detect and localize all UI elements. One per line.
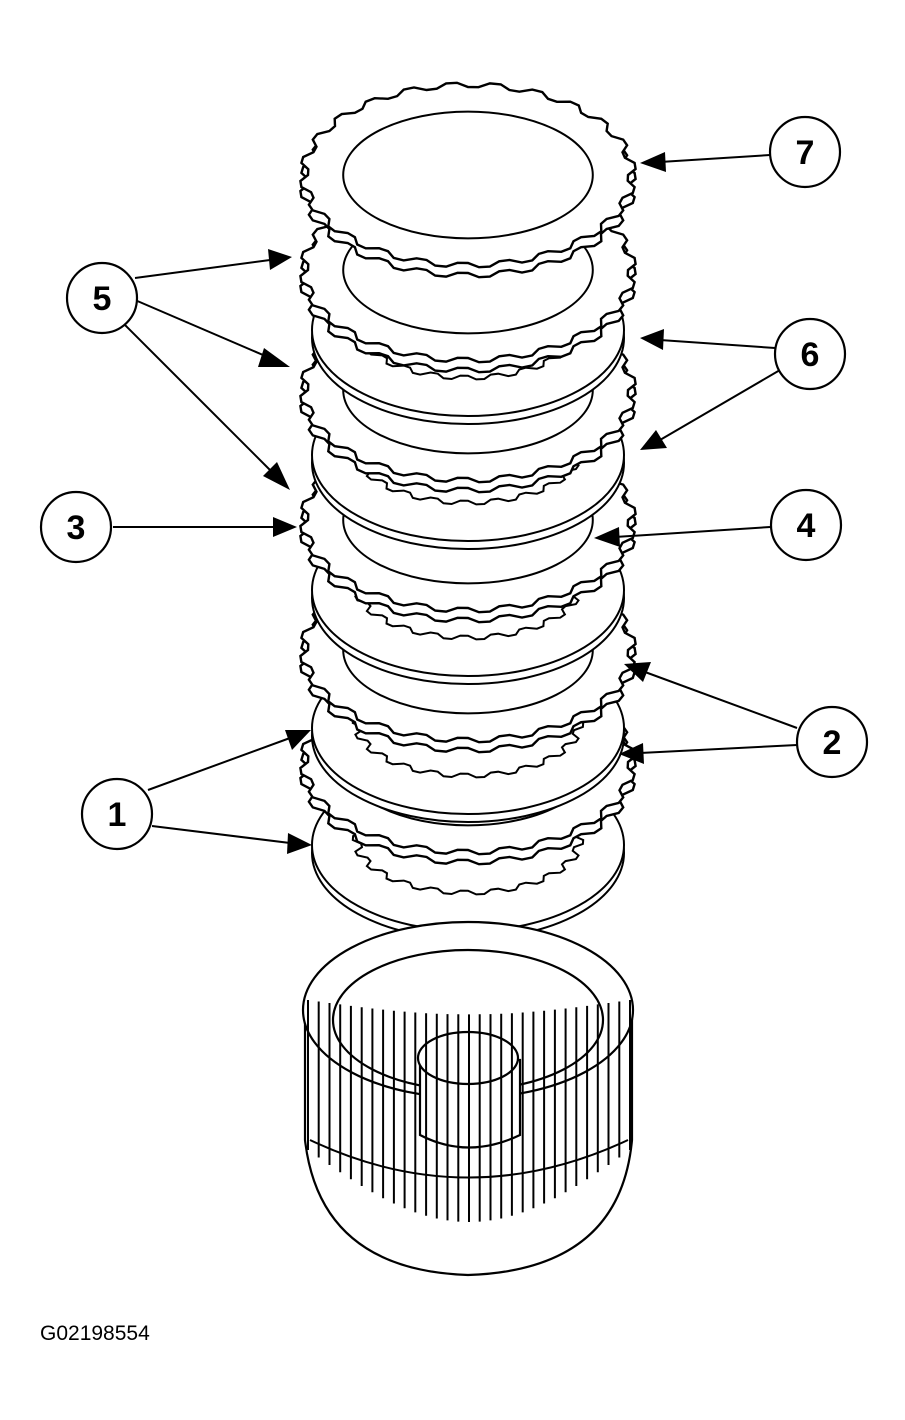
arrowhead-2a bbox=[624, 662, 651, 682]
leader-line-6b bbox=[659, 369, 781, 441]
callout-1: 1 bbox=[80, 777, 154, 851]
arrowhead-7 bbox=[640, 152, 666, 172]
leader-lines bbox=[113, 152, 798, 854]
callout-7-number: 7 bbox=[796, 134, 815, 172]
arrowhead-2b bbox=[619, 743, 644, 764]
leader-line-6a bbox=[659, 339, 776, 349]
arrowhead-6b bbox=[640, 430, 667, 450]
arrowhead-5c bbox=[263, 462, 290, 490]
callout-5-number: 5 bbox=[93, 280, 112, 318]
figure-id-label: G02198554 bbox=[40, 1322, 150, 1345]
leader-line-2b bbox=[639, 744, 798, 754]
leader-line-1b bbox=[151, 825, 291, 844]
clutch-drum bbox=[301, 920, 635, 1277]
callout-6-number: 6 bbox=[801, 336, 820, 374]
callout-2: 2 bbox=[795, 705, 869, 779]
callout-1-number: 1 bbox=[108, 796, 127, 834]
arrowhead-1a bbox=[285, 730, 311, 750]
arrowhead-6a bbox=[640, 329, 664, 350]
leader-line-5c bbox=[124, 324, 273, 473]
leader-line-4 bbox=[614, 526, 771, 538]
callout-4: 4 bbox=[769, 488, 843, 562]
callout-7: 7 bbox=[768, 115, 842, 189]
plate-top-7 bbox=[299, 81, 637, 279]
leader-line-5b bbox=[134, 299, 271, 359]
callout-2-number: 2 bbox=[823, 724, 842, 762]
callout-6: 6 bbox=[773, 317, 847, 391]
leader-line-5a bbox=[134, 259, 271, 279]
callout-5: 5 bbox=[65, 261, 139, 335]
leader-line-7 bbox=[659, 154, 771, 163]
callout-3-number: 3 bbox=[67, 509, 86, 547]
leader-line-2a bbox=[644, 671, 798, 729]
callout-4-number: 4 bbox=[797, 507, 816, 545]
clutch-plate-stack bbox=[299, 81, 637, 940]
callout-3: 3 bbox=[39, 490, 113, 564]
arrowhead-1b bbox=[287, 833, 312, 854]
arrowhead-5b bbox=[258, 348, 290, 367]
arrowhead-3 bbox=[273, 517, 297, 537]
callouts: 7 5 6 3 4 2 1 bbox=[39, 115, 869, 851]
arrowhead-5a bbox=[268, 249, 292, 270]
arrowhead-4 bbox=[594, 527, 620, 547]
leader-line-1a bbox=[147, 737, 291, 791]
